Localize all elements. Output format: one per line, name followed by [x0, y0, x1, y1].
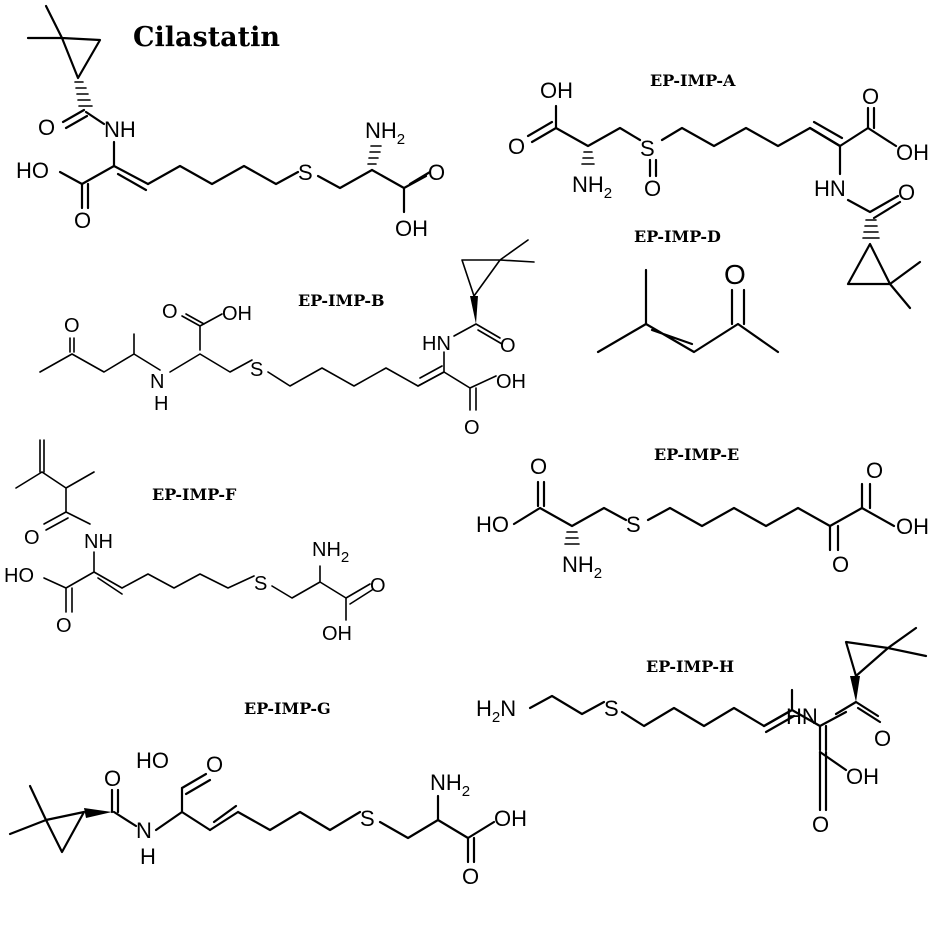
alkyl-chain: [39, 333, 161, 373]
title-ep-imp-b: EP-IMP-B: [298, 291, 385, 310]
structure-ep-imp-a: EP-IMP-A OH O NH2 S O O OH HN O: [508, 71, 929, 310]
atom-s: S: [640, 136, 655, 161]
atom-hn: HN: [814, 176, 846, 201]
atom-nh2: NH2: [562, 552, 602, 582]
atom-o: O: [812, 812, 829, 837]
title-ep-imp-d: EP-IMP-D: [634, 227, 721, 246]
atom-o: O: [370, 575, 386, 597]
amide-carbonyl: [61, 108, 89, 130]
atom-o-amide: O: [38, 115, 55, 140]
atom-h: H: [154, 393, 168, 415]
title-ep-imp-g: EP-IMP-G: [244, 699, 331, 718]
atom-o: O: [56, 615, 72, 637]
atom-o: O: [508, 134, 525, 159]
title-ep-imp-a: EP-IMP-A: [650, 71, 736, 90]
cyclopropyl-ring: [844, 626, 928, 678]
atom-o: O: [530, 454, 547, 479]
structure-ep-imp-e: EP-IMP-E O HO NH2 S O O OH: [476, 445, 929, 582]
atom-o-acid: O: [74, 208, 91, 233]
atom-oh: OH: [322, 623, 352, 645]
atom-o: O: [64, 315, 80, 337]
atom-o-acid2: O: [428, 160, 445, 185]
atom-oh: OH: [846, 764, 879, 789]
alkyl-chain: [208, 804, 362, 832]
atom-ho: HO: [16, 158, 49, 183]
atom-h: H: [140, 844, 156, 869]
atom-s: S: [254, 573, 267, 595]
cyclopropyl-ring: [846, 242, 922, 310]
atom-ho: HO: [476, 512, 509, 537]
atom-o: O: [866, 458, 883, 483]
atom-oh: OH: [395, 216, 428, 241]
structure-ep-imp-g: EP-IMP-G O N H HO O S NH2 OH O: [8, 699, 527, 889]
alkyl-chain: [620, 706, 794, 728]
atom-s: S: [626, 512, 641, 537]
atom-o: O: [162, 301, 178, 323]
title-cilastatin: Cilastatin: [133, 22, 280, 53]
atom-h2n: H2N: [476, 696, 516, 726]
atom-oh: OH: [896, 140, 929, 165]
atom-s: S: [298, 160, 313, 185]
atom-s: S: [250, 359, 263, 381]
cyclopropyl-ring: [461, 239, 535, 297]
atom-oh: OH: [896, 514, 929, 539]
title-ep-imp-h: EP-IMP-H: [646, 657, 734, 676]
atom-o-ketone: O: [724, 259, 746, 290]
atom-o: O: [464, 417, 480, 439]
cyclopropyl-ring: [26, 4, 102, 80]
mesityl-oxide: [596, 268, 780, 354]
structure-ep-imp-d: EP-IMP-D O: [596, 227, 780, 354]
atom-nh2: NH2: [430, 770, 470, 800]
atom-ho: HO: [4, 565, 34, 587]
hashed-bond: [74, 81, 93, 107]
atom-hn: HN: [422, 333, 451, 355]
atom-o: O: [206, 752, 223, 777]
structure-ep-imp-f: EP-IMP-F O NH HO O S NH2 O OH: [4, 439, 386, 645]
alkyl-chain: [646, 506, 864, 528]
atom-o: O: [104, 766, 121, 791]
atom-ho: HO: [136, 748, 169, 773]
cyclopropyl-ring: [8, 784, 86, 854]
atom-o: O: [898, 180, 915, 205]
atom-o: O: [24, 527, 40, 549]
alkyl-chain: [93, 571, 255, 595]
atom-o: O: [862, 84, 879, 109]
structure-ep-imp-h: EP-IMP-H H2N S OH O HN O: [476, 626, 928, 837]
atom-o: O: [874, 726, 891, 751]
atom-nh: NH: [84, 531, 113, 553]
atom-s: S: [360, 806, 375, 831]
title-ep-imp-e: EP-IMP-E: [654, 445, 739, 464]
structure-cilastatin: Cilastatin O NH HO O S NH2 O OH: [16, 4, 445, 241]
atom-o: O: [500, 335, 516, 357]
atom-oh: OH: [496, 371, 526, 393]
structure-ep-imp-b: EP-IMP-B O N H O OH S HN OH O O: [39, 239, 535, 439]
atom-o-sulfoxide: O: [644, 176, 661, 201]
alkyl-chain: [146, 164, 300, 186]
atom-nh2: NH2: [365, 118, 405, 148]
title-ep-imp-f: EP-IMP-F: [152, 485, 237, 504]
atom-nh2: NH2: [312, 539, 349, 566]
atom-nh: NH: [104, 117, 136, 142]
atom-oh: OH: [540, 78, 573, 103]
atom-oh: OH: [222, 303, 252, 325]
atom-n: N: [150, 371, 164, 393]
atom-n: N: [136, 818, 152, 843]
atom-hn: HN: [786, 704, 818, 729]
atom-oh: OH: [494, 806, 527, 831]
atom-o: O: [462, 864, 479, 889]
atom-s: S: [604, 696, 619, 721]
atom-nh2: NH2: [572, 172, 612, 202]
atom-o-keto: O: [832, 552, 849, 577]
